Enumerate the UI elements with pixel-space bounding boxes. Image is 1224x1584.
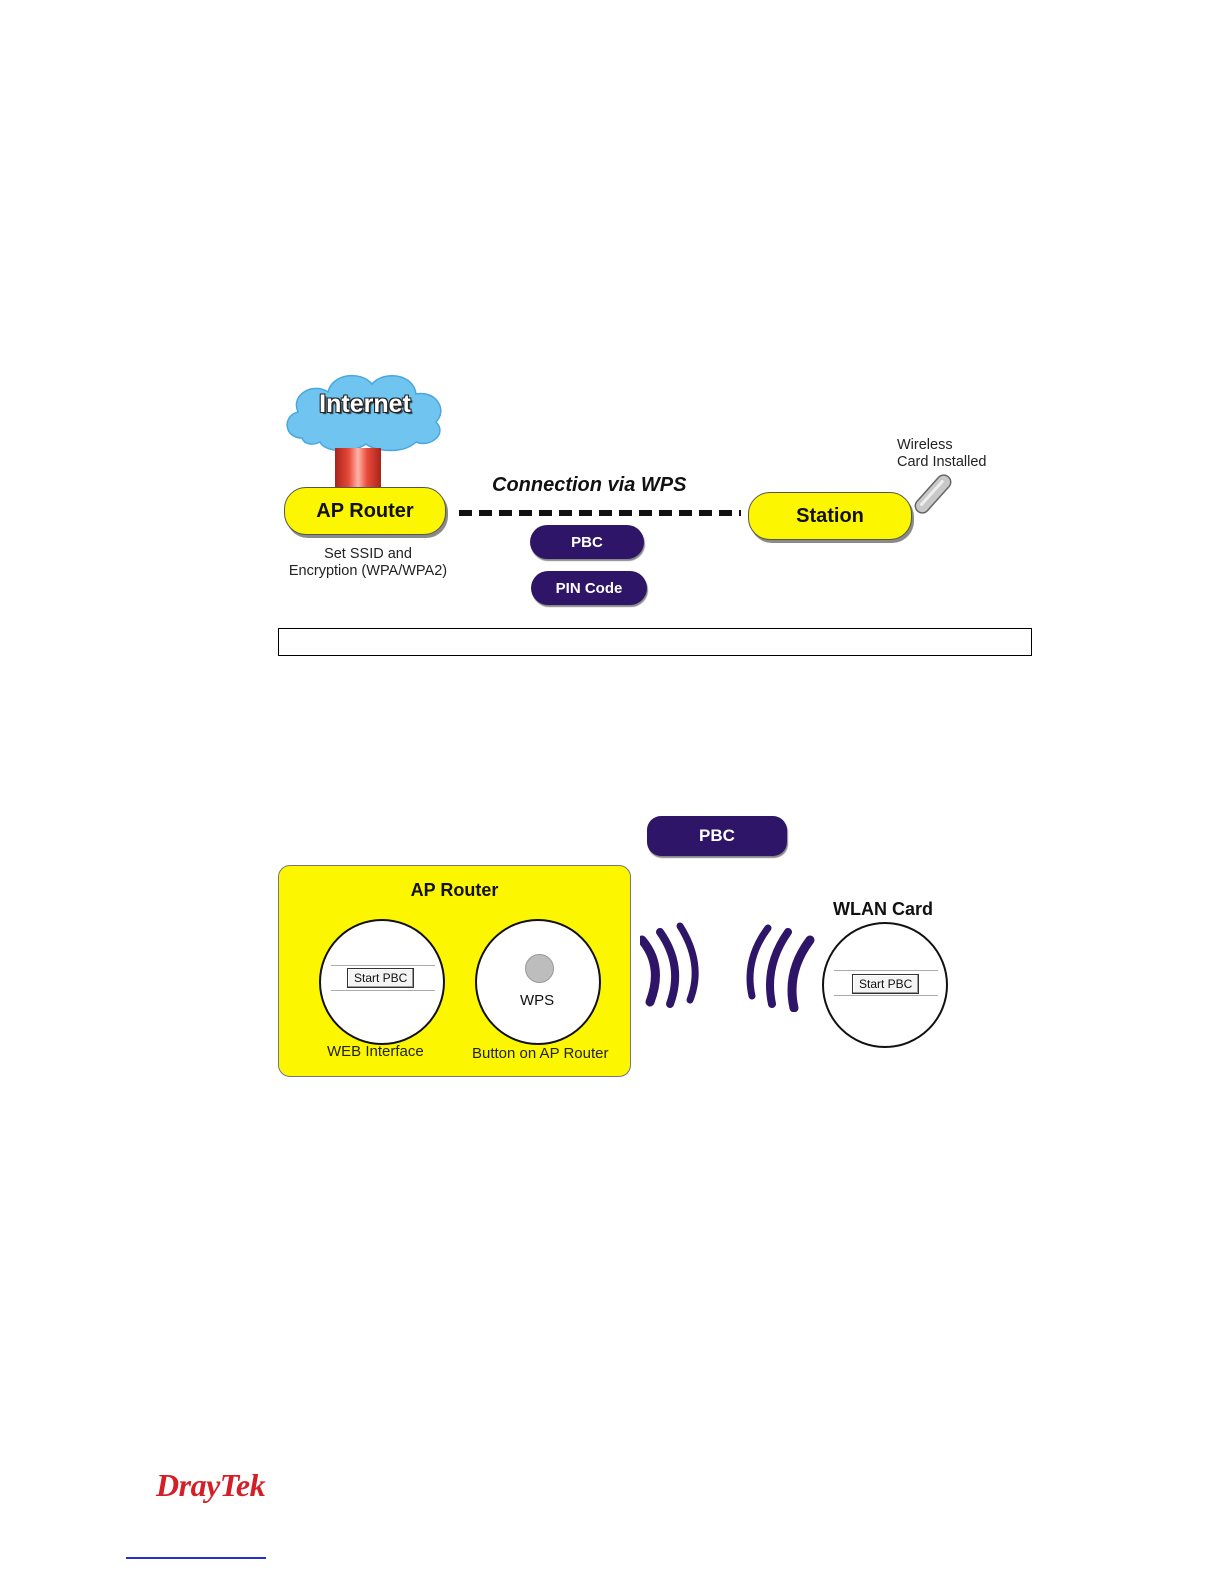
- wlan-card-title: WLAN Card: [833, 899, 933, 920]
- draytek-logo: DrayTek: [156, 1467, 265, 1504]
- internet-label: Internet: [280, 390, 450, 419]
- footer-rule: [126, 1557, 266, 1559]
- wps-button-caption: Button on AP Router: [472, 1045, 609, 1062]
- wlan-card-circle: Start PBC: [822, 922, 948, 1048]
- wps-button-circle: WPS: [475, 919, 601, 1045]
- station-note-line1: Wireless: [897, 437, 986, 454]
- internet-link-pipe: [335, 448, 381, 492]
- figure-caption-box: [278, 628, 1032, 656]
- ap-router-panel: AP Router Start PBC WEB Interface WPS Bu…: [278, 865, 631, 1077]
- connection-title: Connection via WPS: [492, 474, 686, 497]
- station-node: Station: [748, 492, 912, 540]
- signal-waves-left-icon: [742, 920, 818, 1012]
- start-pbc-button[interactable]: Start PBC: [347, 968, 414, 988]
- wps-button-label: WPS: [520, 992, 554, 1009]
- pin-code-method-badge: PIN Code: [531, 571, 647, 605]
- ap-router-note-line2: Encryption (WPA/WPA2): [270, 563, 466, 580]
- station-note: Wireless Card Installed: [897, 437, 986, 471]
- wireless-card-icon: [908, 470, 958, 518]
- wps-connection-line: [459, 510, 741, 516]
- ap-router-label: AP Router: [316, 500, 413, 523]
- station-note-line2: Card Installed: [897, 454, 986, 471]
- ap-router-node: AP Router: [284, 487, 446, 535]
- station-label: Station: [796, 505, 864, 528]
- pbc-header-label: PBC: [699, 826, 735, 846]
- ap-router-note-line1: Set SSID and: [270, 546, 466, 563]
- ap-router-panel-title: AP Router: [279, 880, 630, 901]
- pbc-method-label: PBC: [571, 534, 603, 551]
- pbc-header-badge: PBC: [647, 816, 787, 856]
- pin-code-method-label: PIN Code: [556, 580, 623, 597]
- wlan-start-pbc-button[interactable]: Start PBC: [852, 974, 919, 994]
- wps-button-icon[interactable]: [525, 954, 554, 983]
- signal-waves-right-icon: [640, 920, 710, 1012]
- web-interface-caption: WEB Interface: [327, 1043, 424, 1060]
- pbc-method-badge: PBC: [530, 525, 644, 559]
- web-interface-circle: Start PBC: [319, 919, 445, 1045]
- ap-router-note: Set SSID and Encryption (WPA/WPA2): [270, 546, 466, 580]
- wps-overview-diagram: Internet AP Router Set SSID and Encrypti…: [270, 360, 1040, 630]
